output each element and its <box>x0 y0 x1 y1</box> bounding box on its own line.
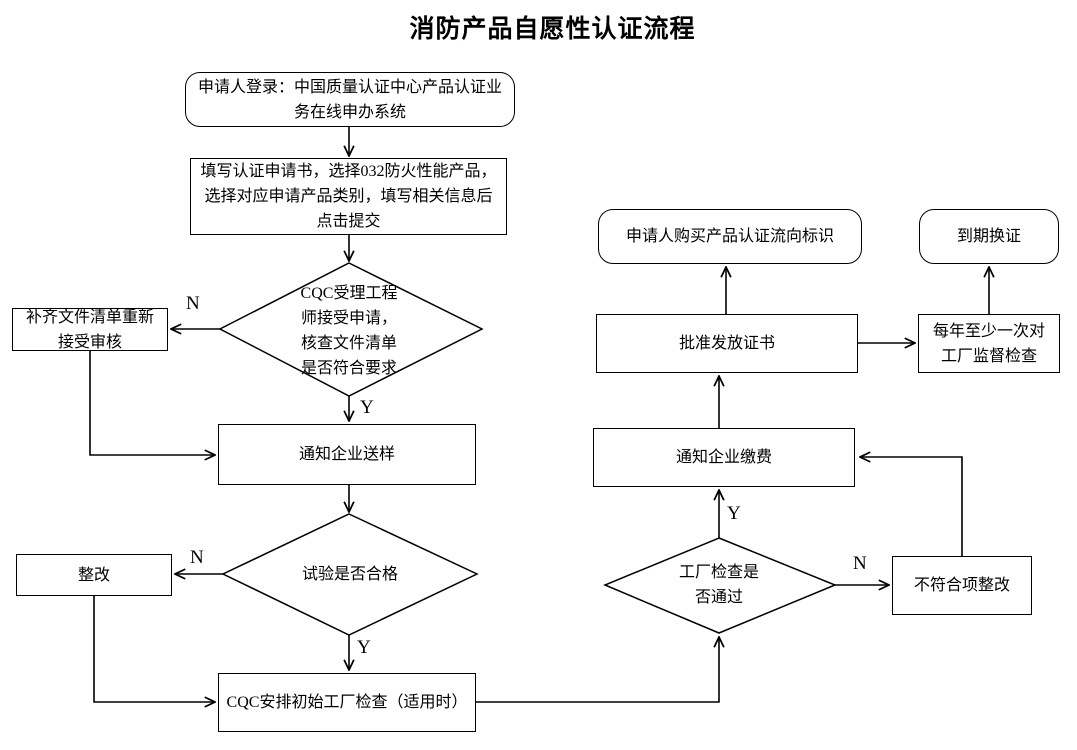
node-notify-payment-label: 通知企业缴费 <box>675 449 772 466</box>
edge-rectify-to-factory-check <box>93 595 215 702</box>
edge-label-factory-yes: Y <box>727 503 741 524</box>
node-supervision-check: 每年至少一次对 工厂监督检查 <box>918 314 1060 373</box>
edge-nonconformity-to-payment <box>860 457 963 556</box>
decision-accept-check-label: CQC受理工程 师接受申请， 核查文件清单 是否符合要求 <box>300 285 398 377</box>
node-rectify-label: 整改 <box>77 566 110 584</box>
node-issue-certificate: 批准发放证书 <box>596 314 858 373</box>
node-rectify: 整改 <box>16 554 172 596</box>
node-nonconformity-rectify: 不符合项整改 <box>892 556 1032 615</box>
edge-label-test-yes: Y <box>357 637 371 658</box>
node-buy-flow-mark: 申请人购买产品认证流向标识 <box>598 209 862 264</box>
decision-test-pass-label: 试验是否合格 <box>301 566 398 583</box>
decision-factory-pass-label: 工厂检查是 否通过 <box>678 564 759 606</box>
node-notify-sample-label: 通知企业送样 <box>298 446 395 463</box>
edge-label-accept-yes: Y <box>360 397 374 418</box>
page-title: 消防产品自愿性认证流程 <box>409 15 696 43</box>
edge-label-accept-no: N <box>186 293 200 314</box>
node-fill-application-label: 填写认证申请书，选择032防火性能产品， 选择对应申请产品类别，填写相关信息后 … <box>200 163 497 230</box>
node-initial-factory-check: CQC安排初始工厂检查（适用时） <box>218 673 476 732</box>
edge-factory-check-to-factory-pass <box>476 637 719 703</box>
node-renew-certificate: 到期换证 <box>919 209 1059 264</box>
node-login-start: 申请人登录：中国质量认证中心产品认证业 务在线申办系统 <box>185 72 515 127</box>
node-nonconformity-rectify-label: 不符合项整改 <box>913 577 1010 594</box>
node-fill-application: 填写认证申请书，选择032防火性能产品， 选择对应申请产品类别，填写相关信息后 … <box>190 158 507 235</box>
node-renew-certificate-label: 到期换证 <box>956 228 1021 245</box>
edge-resubmit-to-sample <box>89 350 215 455</box>
node-issue-certificate-label: 批准发放证书 <box>678 335 775 352</box>
node-login-label: 申请人登录：中国质量认证中心产品认证业 务在线申办系统 <box>197 78 502 121</box>
node-notify-payment: 通知企业缴费 <box>593 428 855 487</box>
edge-label-test-no: N <box>190 547 204 568</box>
edge-label-factory-no: N <box>853 553 867 574</box>
node-initial-factory-check-label: CQC安排初始工厂检查（适用时） <box>226 694 468 711</box>
node-resubmit-docs-label: 补齐文件清单重新 接受审核 <box>25 308 154 351</box>
node-notify-sample: 通知企业送样 <box>218 424 476 485</box>
node-supervision-check-label: 每年至少一次对 工厂监督检查 <box>932 322 1045 365</box>
node-resubmit-docs: 补齐文件清单重新 接受审核 <box>12 308 168 351</box>
node-buy-flow-mark-label: 申请人购买产品认证流向标识 <box>625 228 834 245</box>
decision-factory-pass-shape <box>603 537 837 634</box>
